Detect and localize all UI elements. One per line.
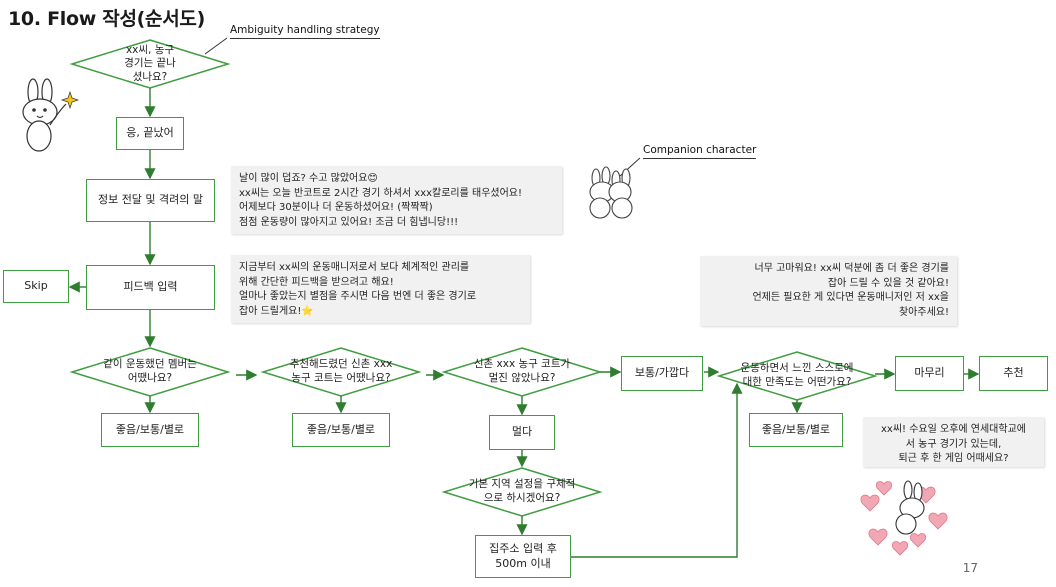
bubble-feedback: 지금부터 xx씨의 운동매니저로서 보다 체계적인 관리를 위해 간단한 피드백… — [231, 255, 530, 323]
decision-court-rec: 추천해드렸던 신촌 xxx 농구 코트는 어땠나요? — [289, 358, 393, 384]
box-skip: Skip — [3, 270, 69, 303]
page-number: 17 — [962, 561, 978, 575]
box-recommend: 추천 — [979, 356, 1048, 391]
box-yes-done: 응, 끝났어 — [116, 117, 184, 150]
box-feedback: 피드백 입력 — [86, 265, 215, 310]
page-title: 10. Flow 작성(순서도) — [8, 8, 205, 30]
box-court-options: 좋음/보통/별로 — [292, 413, 390, 447]
box-address: 집주소 입력 후 500m 이내 — [475, 535, 571, 578]
box-far: 멀다 — [489, 415, 555, 450]
callout-companion: Companion character — [643, 144, 757, 159]
box-satisfaction-options: 좋음/보통/별로 — [749, 413, 843, 447]
bubble-info: 날이 많이 덥죠? 수고 많았어요😊 xx씨는 오늘 반코트로 2시간 경기 하… — [231, 166, 562, 234]
box-wrapup: 마무리 — [895, 356, 964, 391]
decision-court-far: 신촌 xxx 농구 코트가 멀진 않았나요? — [473, 358, 571, 384]
hearts-bunny — [860, 480, 948, 556]
decision-satisfaction: 운동하면서 느낀 스스로에 대한 만족도는 어떤가요? — [740, 362, 854, 388]
bubble-recommend: xx씨! 수요일 오후에 연세대학교에 서 농구 경기가 있는데, 퇴근 후 한… — [863, 417, 1044, 467]
companion-bunnies — [589, 166, 633, 219]
box-normal-close: 보통/가깝다 — [621, 356, 703, 391]
bunny-character — [22, 78, 67, 152]
bubble-thanks: 너무 고마워요! xx씨 덕분에 좀 더 좋은 경기를 잡아 드릴 수 있을 것… — [700, 256, 957, 326]
decision-members: 같이 운동했던 멤버는 어땠나요? — [103, 358, 197, 384]
callout-ambiguity: Ambiguity handling strategy — [230, 24, 380, 39]
box-info: 정보 전달 및 격려의 말 — [86, 179, 215, 222]
box-members-options: 좋음/보통/별로 — [101, 413, 199, 447]
decision-game-over: xx씨, 농구 경기는 끝나 셨나요? — [124, 43, 176, 83]
decision-region: 기본 지역 설정을 구체적 으로 하시겠어요? — [468, 478, 576, 504]
sparkle-icon — [60, 90, 80, 110]
